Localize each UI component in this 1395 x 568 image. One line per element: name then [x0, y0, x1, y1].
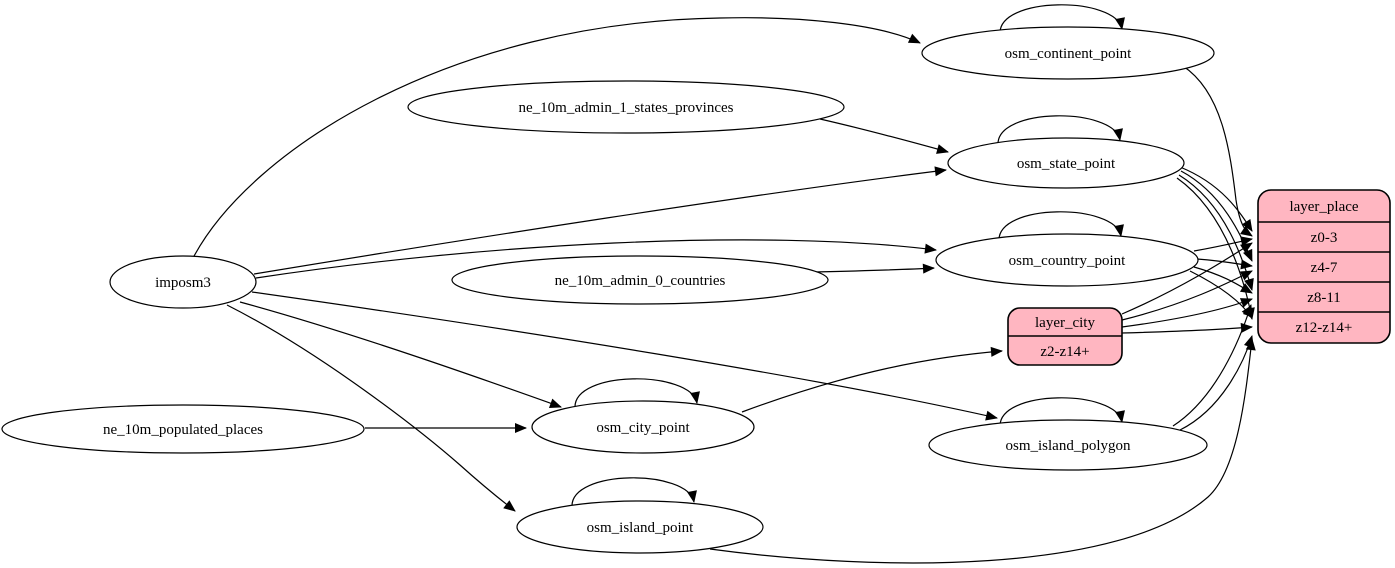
edge-layer-city-to-layer-place-z8-11: [1121, 298, 1253, 328]
edge-imposm3-to-osm-continent-point: [192, 17, 921, 259]
node-osm-continent-point: osm_continent_point: [921, 26, 1215, 80]
node-osm-island-point-label: osm_island_point: [587, 520, 695, 536]
node-layer-place-row-z8-11: z8-11: [1307, 290, 1341, 306]
node-osm-state-point-label: osm_state_point: [1017, 156, 1116, 172]
edge-layer-city-to-layer-place-z4-7: [1121, 270, 1253, 321]
node-osm-continent-point-label: osm_continent_point: [1005, 46, 1132, 62]
edge-osm-city-point-to-layer-city-z2-z14: [741, 346, 1003, 413]
node-layer-city-row-z2-z14: z2-z14+: [1040, 344, 1089, 360]
edge-osm-island-point-to-layer-place-z12-z14: [709, 338, 1256, 564]
edges-layer: [192, 4, 1256, 564]
node-osm-island-polygon: osm_island_polygon: [928, 419, 1208, 471]
node-ne-10m-populated-places: ne_10m_populated_places: [1, 404, 365, 454]
edge-osm-continent-point-to-layer-place-z0-3: [1182, 65, 1253, 237]
edge-layer-city-to-layer-place-z0-3: [1121, 242, 1253, 315]
node-osm-country-point-label: osm_country_point: [1009, 253, 1126, 269]
edge-imposm3-to-osm-state-point: [253, 166, 947, 275]
node-osm-city-point-label: osm_city_point: [596, 420, 690, 436]
node-ne-10m-admin-1-states-provinces: ne_10m_admin_1_states_provinces: [407, 80, 845, 134]
selfloop-osm-city-point: [574, 378, 700, 409]
edge-osm-country-point-to-layer-place-z4-7: [1196, 258, 1253, 270]
node-ne-10m-populated-places-label: ne_10m_populated_places: [103, 422, 263, 438]
edge-ne-10m-admin-1-states-provinces-to-osm-state-point: [819, 118, 949, 154]
edge-ne-10m-admin-0-countries-to-osm-country-point: [813, 263, 935, 274]
selfloop-osm-continent-point: [999, 4, 1125, 35]
selfloop-osm-island-point: [571, 477, 697, 508]
edge-osm-country-point-to-layer-place-z0-3: [1193, 236, 1253, 252]
selfloop-osm-island-polygon: [999, 397, 1125, 428]
node-imposm3: imposm3: [109, 255, 257, 309]
edge-osm-state-point-to-layer-place-z12-z14: [1176, 177, 1255, 320]
node-layer-place-title: layer_place: [1289, 199, 1358, 215]
node-osm-state-point: osm_state_point: [947, 137, 1185, 189]
edge-osm-state-point-to-layer-place-z8-11: [1178, 174, 1254, 291]
edge-osm-island-polygon-to-layer-place-z8-11: [1172, 304, 1253, 427]
edge-imposm3-to-osm-city-point: [239, 301, 562, 408]
edge-osm-state-point-to-layer-place-z0-3: [1179, 166, 1253, 232]
edge-osm-country-point-to-layer-place-z12-z14: [1189, 270, 1253, 319]
node-ne-10m-admin-1-states-provinces-label: ne_10m_admin_1_states_provinces: [519, 100, 734, 116]
selfloop-osm-country-point: [998, 211, 1124, 242]
node-layer-place-row-z0-3: z0-3: [1311, 230, 1338, 246]
node-ne-10m-admin-0-countries-label: ne_10m_admin_0_countries: [555, 273, 726, 289]
node-osm-island-point: osm_island_point: [516, 500, 764, 554]
node-layer-place: layer_place z0-3 z4-7 z8-11 z12-z14+: [1257, 189, 1391, 344]
node-ne-10m-admin-0-countries: ne_10m_admin_0_countries: [451, 255, 829, 305]
node-layer-city: layer_city z2-z14+: [1007, 307, 1123, 366]
node-layer-city-title: layer_city: [1035, 315, 1095, 331]
node-osm-country-point: osm_country_point: [935, 233, 1199, 287]
node-layer-place-row-z4-7: z4-7: [1311, 260, 1338, 276]
selfloop-osm-state-point: [997, 115, 1123, 146]
node-osm-city-point: osm_city_point: [531, 400, 755, 454]
edge-imposm3-to-osm-country-point: [255, 239, 937, 279]
node-osm-island-polygon-label: osm_island_polygon: [1005, 438, 1131, 454]
edge-osm-country-point-to-layer-place-z8-11: [1193, 266, 1253, 294]
edge-imposm3-to-osm-island-point: [226, 304, 516, 512]
node-imposm3-label: imposm3: [155, 275, 211, 291]
node-layer-place-row-z12-z14: z12-z14+: [1296, 320, 1353, 336]
edge-layer-city-to-layer-place-z12-z14: [1121, 322, 1253, 334]
edge-imposm3-to-osm-island-polygon: [251, 291, 998, 421]
